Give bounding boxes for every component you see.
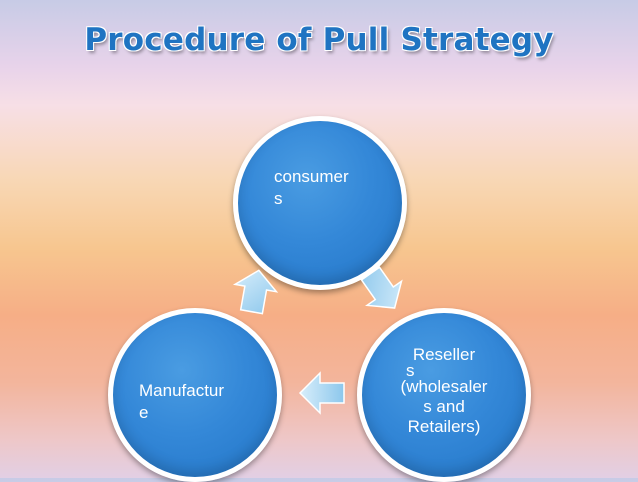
node-resellers-text-5: Retailers) <box>407 417 481 436</box>
node-manufacturer-label: Manufactur e <box>139 380 224 424</box>
node-consumers <box>233 116 407 290</box>
node-resellers-text-3: (wholesaler <box>400 377 488 396</box>
node-resellers-text-2: s <box>406 361 415 380</box>
node-manufacturer-text-2: e <box>139 403 149 422</box>
chevron-arrow-icon <box>298 371 345 415</box>
page-title: Procedure of Pull Strategy <box>84 22 554 58</box>
node-consumers-text-2: s <box>274 189 283 208</box>
node-resellers-text-4: s and <box>423 397 465 416</box>
chevron-arrow-icon <box>232 269 279 315</box>
node-resellers <box>357 308 531 482</box>
node-resellers-label: Reseller s (wholesaler s and Retailers) <box>384 345 504 437</box>
node-resellers-text-1: Reseller <box>412 345 476 364</box>
node-consumers-text-1: consumer <box>274 167 349 186</box>
node-consumers-label: consumer s <box>274 166 349 210</box>
node-manufacturer-text-1: Manufactur <box>139 381 225 400</box>
chevron-arrow-icon <box>360 266 403 309</box>
